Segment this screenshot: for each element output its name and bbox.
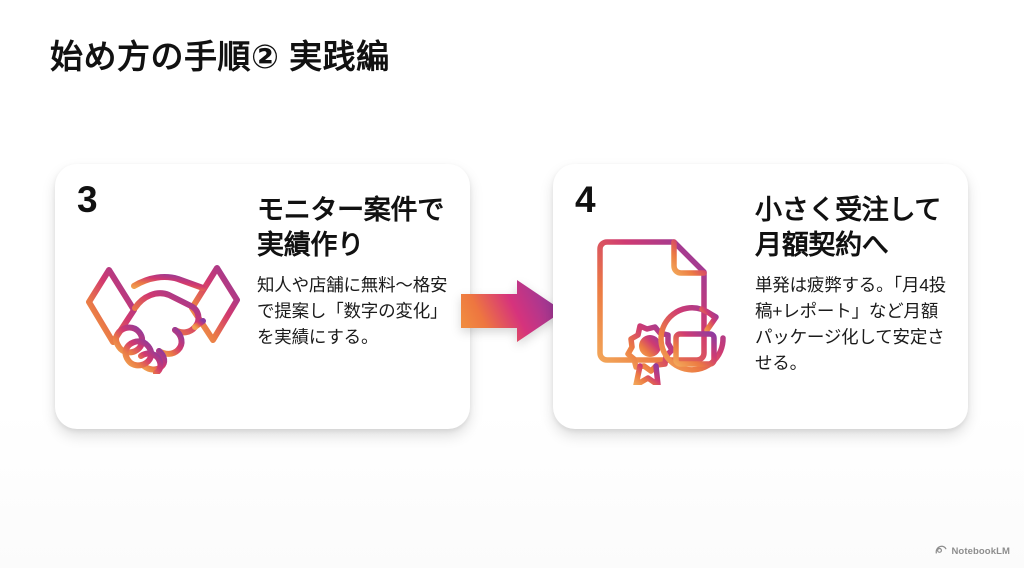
- certificate-recurring-icon: [569, 222, 754, 397]
- notebooklm-logo-icon: [935, 542, 948, 560]
- watermark-label: NotebookLM: [951, 545, 1010, 557]
- step-number: 4: [575, 179, 596, 220]
- card-text-block: 小さく受注して月額契約へ 単発は疲弊する。「月4投稿+レポート」など月額パッケー…: [755, 193, 955, 377]
- step-card-3[interactable]: 3 モニター案件で実: [55, 164, 470, 429]
- card-body: 知人や店舗に無料〜格安で提案し「数字の変化」を実績にする。: [257, 275, 448, 347]
- card-heading: 小さく受注して月額契約へ: [755, 195, 942, 260]
- notebooklm-watermark: NotebookLM: [935, 542, 1010, 560]
- step-card-4[interactable]: 4: [553, 164, 968, 429]
- page-title: 始め方の手順② 実践編: [50, 38, 390, 75]
- step-number: 3: [77, 179, 98, 220]
- handshake-icon: [71, 222, 256, 397]
- right-arrow-icon: [461, 280, 563, 342]
- card-text-block: モニター案件で実績作り 知人や店舗に無料〜格安で提案し「数字の変化」を実績にする…: [257, 193, 457, 351]
- card-heading: モニター案件で実績作り: [257, 195, 444, 260]
- card-body: 単発は疲弊する。「月4投稿+レポート」など月額パッケージ化して安定させる。: [755, 275, 947, 373]
